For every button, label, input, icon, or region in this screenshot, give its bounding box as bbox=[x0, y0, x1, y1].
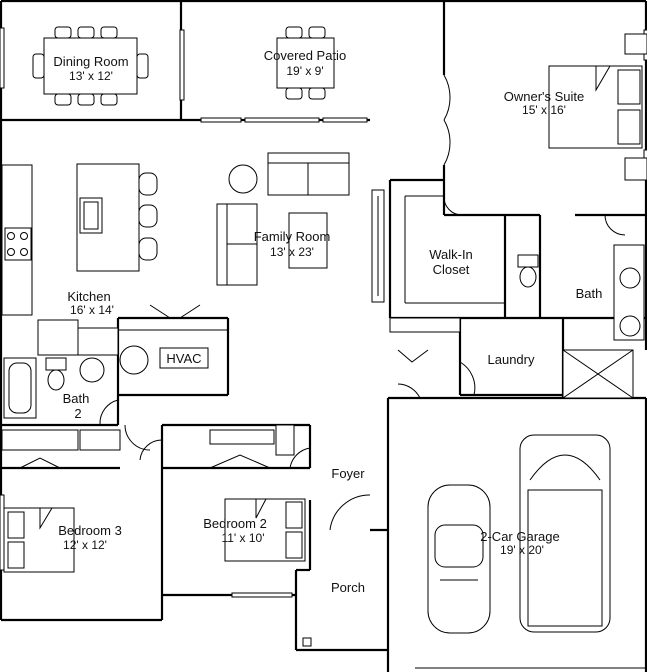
owners-suite-name: Owner's Suite bbox=[504, 89, 585, 104]
bedroom2-name: Bedroom 2 bbox=[203, 516, 267, 531]
family-room-name: Family Room bbox=[254, 229, 331, 244]
hvac-area bbox=[79, 318, 229, 383]
family-room-dim: 13' x 23' bbox=[270, 245, 314, 259]
kitchen-dim: 16' x 14' bbox=[70, 303, 114, 317]
laundry-storage bbox=[389, 317, 634, 399]
owners-suite-dim: 15' x 16' bbox=[522, 103, 566, 117]
bath2-name-1: Bath bbox=[63, 391, 90, 406]
room-labels: Dining Room 13' x 12' Covered Patio 19' … bbox=[53, 48, 602, 595]
porch-name: Porch bbox=[331, 580, 365, 595]
walk-in-closet-name-2: Closet bbox=[433, 262, 470, 277]
bath-name: Bath bbox=[576, 286, 603, 301]
covered-patio-dim: 19' x 9' bbox=[286, 64, 323, 78]
bedroom3-bed bbox=[3, 507, 75, 573]
kitchen-name: Kitchen bbox=[67, 289, 110, 304]
family-room-furniture bbox=[216, 152, 385, 303]
covered-patio-name: Covered Patio bbox=[264, 48, 346, 63]
porch-post bbox=[302, 637, 312, 647]
bath-fixtures bbox=[517, 244, 645, 341]
garage-cars bbox=[427, 434, 611, 634]
walk-in-closet-name-1: Walk-In bbox=[429, 247, 473, 262]
garage-dim: 19' x 20' bbox=[500, 543, 544, 557]
laundry-name: Laundry bbox=[488, 352, 535, 367]
garage-name: 2-Car Garage bbox=[480, 529, 559, 544]
bath2-name-2: 2 bbox=[74, 406, 81, 421]
patio-table bbox=[276, 26, 335, 100]
bedroom2-dim: 11' x 10' bbox=[221, 531, 264, 545]
bedroom2-bed bbox=[224, 498, 306, 562]
hvac-name: HVAC bbox=[166, 351, 201, 366]
bedroom3-name: Bedroom 3 bbox=[58, 523, 122, 538]
bedroom3-dim: 12' x 12' bbox=[63, 538, 107, 552]
windows bbox=[0, 27, 647, 598]
dining-room-dim: 13' x 12' bbox=[69, 69, 113, 83]
hall-shelves bbox=[1, 424, 295, 456]
dining-room-name: Dining Room bbox=[53, 54, 128, 69]
owners-bed bbox=[548, 65, 643, 149]
bath2-fixtures bbox=[3, 357, 67, 419]
kitchen-fixtures bbox=[1, 163, 158, 356]
dining-table bbox=[32, 26, 149, 106]
foyer-name: Foyer bbox=[331, 466, 365, 481]
doors bbox=[19, 74, 626, 531]
